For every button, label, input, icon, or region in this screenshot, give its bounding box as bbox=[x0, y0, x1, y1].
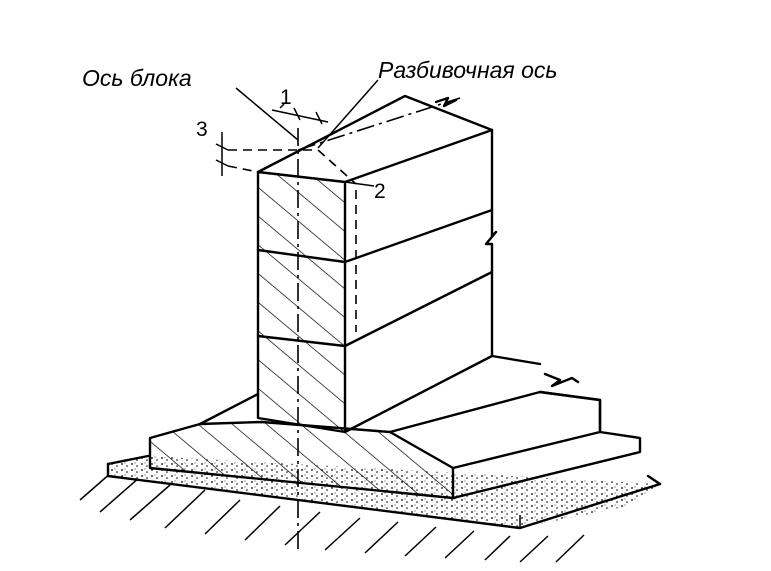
axis-lines bbox=[227, 97, 461, 552]
ground-hatching bbox=[79, 471, 585, 563]
label-mark-3: 3 bbox=[196, 118, 208, 141]
wall-blocks bbox=[256, 94, 498, 434]
label-mark-2: 2 bbox=[374, 180, 386, 203]
label-layout-axis: Разбивочная ось bbox=[378, 57, 557, 83]
footing-slab bbox=[148, 354, 642, 500]
label-block-axis: Ось блока bbox=[82, 65, 192, 91]
label-mark-1: 1 bbox=[280, 86, 292, 109]
leaders-and-dimensions bbox=[215, 79, 379, 187]
